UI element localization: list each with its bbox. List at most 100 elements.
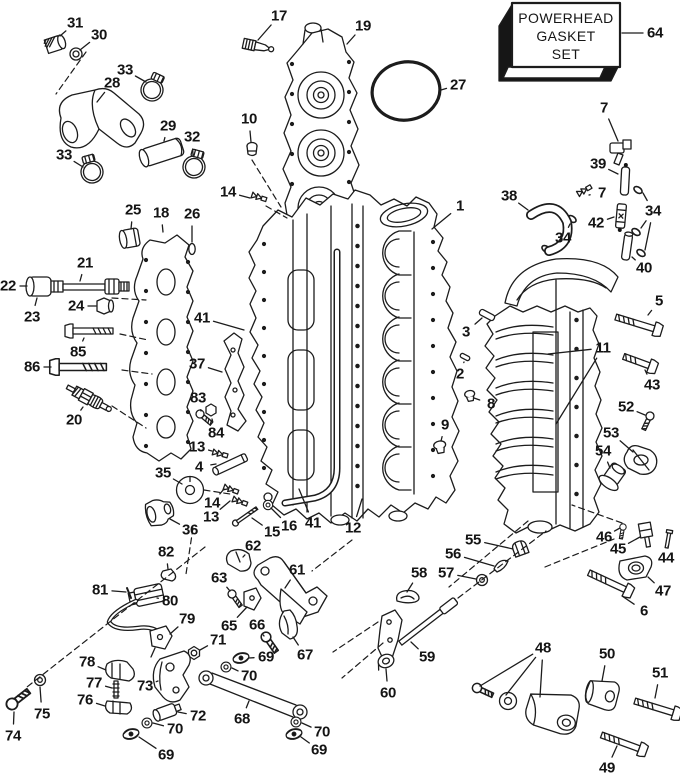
water-hose-cluster — [43, 34, 210, 187]
callout-59: 59 — [419, 648, 435, 666]
callout-14: 14 — [220, 183, 236, 201]
callout-31: 31 — [67, 14, 83, 32]
callout-85: 85 — [70, 343, 86, 361]
gasket-box-text: POWERHEAD GASKET SET — [518, 10, 613, 62]
callout-67: 67 — [297, 646, 313, 664]
callout-34: 34 — [555, 229, 571, 247]
callout-64: 64 — [647, 24, 663, 42]
callout-24: 24 — [68, 297, 84, 315]
callout-54: 54 — [595, 442, 611, 460]
cylinder-block — [248, 189, 557, 526]
gasket-box-line2: GASKET — [536, 28, 595, 44]
fitting-10 — [246, 141, 258, 157]
fitting-column-right — [526, 139, 648, 261]
callout-84: 84 — [208, 424, 224, 442]
assembly-dash-lines — [26, 51, 623, 688]
callout-41: 41 — [305, 514, 321, 532]
callout-leader-lines — [12, 24, 669, 758]
callout-19: 19 — [355, 17, 371, 35]
callout-62: 62 — [245, 537, 261, 555]
callout-22: 22 — [0, 277, 16, 295]
callout-47: 47 — [655, 582, 671, 600]
callout-36: 36 — [182, 521, 198, 539]
crankcase-half — [484, 257, 619, 534]
callout-38: 38 — [501, 187, 517, 205]
spark-plug-20 — [65, 384, 112, 413]
callout-17: 17 — [271, 7, 287, 25]
callout-25: 25 — [125, 201, 141, 219]
callout-60: 60 — [380, 684, 396, 702]
callout-16: 16 — [281, 517, 297, 535]
callout-49: 49 — [599, 759, 615, 777]
sensor-17 — [241, 37, 275, 53]
callout-13: 13 — [203, 508, 219, 526]
callout-80: 80 — [162, 592, 178, 610]
callout-7: 7 — [598, 184, 606, 202]
dowels-and-plugs — [144, 308, 496, 527]
bypass-cover-plates — [118, 227, 247, 462]
callout-33: 33 — [117, 61, 133, 79]
callout-35: 35 — [155, 464, 171, 482]
callout-74: 74 — [5, 727, 21, 745]
callout-5: 5 — [655, 292, 663, 310]
callout-56: 56 — [445, 545, 461, 563]
callout-39: 39 — [590, 155, 606, 173]
callout-41: 41 — [194, 309, 210, 327]
callout-26: 26 — [184, 205, 200, 223]
callout-34: 34 — [645, 202, 661, 220]
callout-44: 44 — [658, 549, 674, 567]
callout-53: 53 — [603, 424, 619, 442]
callout-9: 9 — [441, 416, 449, 434]
callout-10: 10 — [241, 110, 257, 128]
callout-21: 21 — [77, 254, 93, 272]
callout-27: 27 — [450, 76, 466, 94]
callout-48: 48 — [535, 639, 551, 657]
callout-32: 32 — [184, 128, 200, 146]
callout-7: 7 — [600, 99, 608, 117]
callout-37: 37 — [189, 355, 205, 373]
callout-12: 12 — [345, 519, 361, 537]
callout-28: 28 — [104, 74, 120, 92]
callout-30: 30 — [91, 26, 107, 44]
callout-57: 57 — [438, 564, 454, 582]
callout-13: 13 — [189, 438, 205, 456]
callout-33: 33 — [56, 146, 72, 164]
callout-6: 6 — [640, 602, 648, 620]
callout-70: 70 — [314, 723, 330, 741]
callout-23: 23 — [24, 308, 40, 326]
callout-42: 42 — [588, 214, 604, 232]
callout-69: 69 — [311, 741, 327, 759]
callout-75: 75 — [34, 705, 50, 723]
callout-55: 55 — [465, 531, 481, 549]
callout-11: 11 — [595, 339, 611, 357]
callout-68: 68 — [234, 710, 250, 728]
right-bolts-and-outlet — [598, 309, 665, 492]
fitting-14a — [250, 191, 268, 204]
callout-82: 82 — [158, 543, 174, 561]
callout-46: 46 — [596, 528, 612, 546]
callout-61: 61 — [289, 561, 305, 579]
callout-2: 2 — [456, 365, 464, 383]
bolt-86 — [48, 357, 108, 377]
callout-14: 14 — [204, 494, 220, 512]
callout-43: 43 — [644, 376, 660, 394]
callout-18: 18 — [153, 204, 169, 222]
callout-81: 81 — [92, 581, 108, 599]
callout-83: 83 — [190, 389, 206, 407]
callout-86: 86 — [24, 358, 40, 376]
callout-20: 20 — [66, 411, 82, 429]
callout-52: 52 — [618, 398, 634, 416]
callout-50: 50 — [599, 645, 615, 663]
mount-hardware — [470, 521, 680, 759]
callout-8: 8 — [487, 395, 495, 413]
callout-51: 51 — [652, 664, 668, 682]
callout-29: 29 — [160, 117, 176, 135]
callout-58: 58 — [411, 564, 427, 582]
callout-76: 76 — [77, 691, 93, 709]
callout-73: 73 — [137, 677, 153, 695]
callout-69: 69 — [158, 746, 174, 764]
shift-lever-rod — [377, 540, 530, 671]
callout-1: 1 — [456, 197, 464, 215]
callout-40: 40 — [636, 259, 652, 277]
